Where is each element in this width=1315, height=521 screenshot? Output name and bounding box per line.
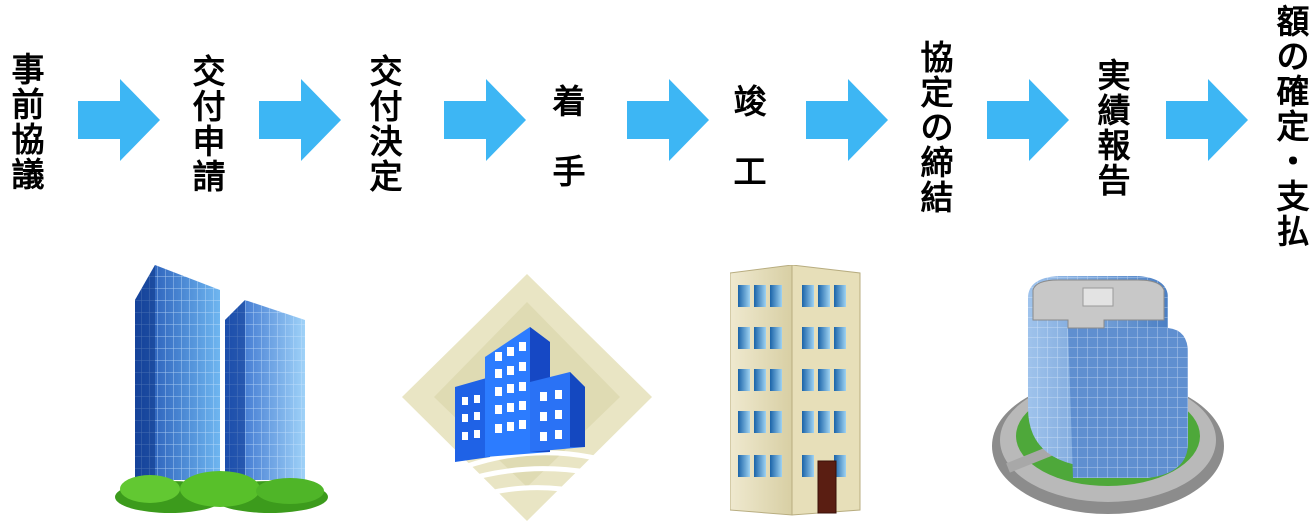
- step-char: 付: [192, 87, 226, 126]
- step-char: の: [920, 108, 954, 147]
- step-start-work: 着 手: [549, 76, 589, 198]
- arrow-right-icon: [987, 79, 1069, 161]
- arrow-right-icon: [78, 79, 160, 161]
- step-char: 申: [192, 122, 226, 161]
- step-char: 前: [11, 85, 45, 124]
- step-char: 決: [369, 122, 403, 161]
- step-char: 績: [1097, 91, 1131, 130]
- step-char: 確: [1276, 72, 1310, 111]
- step-amount-confirm-payment: 額 の 確 定 ・ 支 払: [1273, 4, 1313, 249]
- step-char: 支: [1276, 177, 1310, 216]
- arrow-right-icon: [806, 79, 888, 161]
- step-char: の: [1276, 37, 1310, 76]
- step-char: 付: [369, 87, 403, 126]
- step-agreement: 協 定 の 締 結: [917, 40, 957, 215]
- step-char: 着: [552, 82, 586, 121]
- step-char: 報: [1097, 126, 1131, 165]
- step-char: 交: [369, 52, 403, 91]
- step-char: 事: [11, 50, 45, 89]
- step-char: 結: [920, 178, 954, 217]
- step-char: 定: [920, 73, 954, 112]
- twin-towers-icon: [115, 265, 328, 513]
- step-char: 竣: [733, 82, 767, 121]
- step-char: 払: [1276, 212, 1310, 251]
- step-char: 交: [192, 52, 226, 91]
- tall-building-icon: [730, 265, 861, 516]
- step-char: 協: [920, 38, 954, 77]
- step-char: 締: [920, 143, 954, 182]
- round-tower-icon: [992, 276, 1224, 514]
- step-char: 請: [192, 157, 226, 196]
- step-char: 告: [1097, 161, 1131, 200]
- step-char: 額: [1276, 2, 1310, 41]
- step-completion: 竣 工: [730, 76, 770, 198]
- step-pre-consultation: 事 前 協 議: [8, 52, 48, 192]
- arrow-right-icon: [627, 79, 709, 161]
- step-char: 手: [552, 152, 586, 191]
- step-char: 協: [11, 120, 45, 159]
- step-results-report: 実 績 報 告: [1094, 58, 1134, 198]
- arrow-right-icon: [259, 79, 341, 161]
- step-grant-application: 交 付 申 請: [189, 54, 229, 194]
- arrow-right-icon: [1166, 79, 1248, 161]
- arrow-right-icon: [444, 79, 526, 161]
- step-char: 実: [1097, 56, 1131, 95]
- step-char: ・: [1276, 142, 1310, 181]
- step-char: 議: [11, 155, 45, 194]
- step-char: 定: [1276, 107, 1310, 146]
- step-grant-decision: 交 付 決 定: [366, 54, 406, 194]
- diamond-office-icon: [402, 274, 652, 521]
- step-char: 定: [369, 157, 403, 196]
- step-char: 工: [733, 152, 767, 191]
